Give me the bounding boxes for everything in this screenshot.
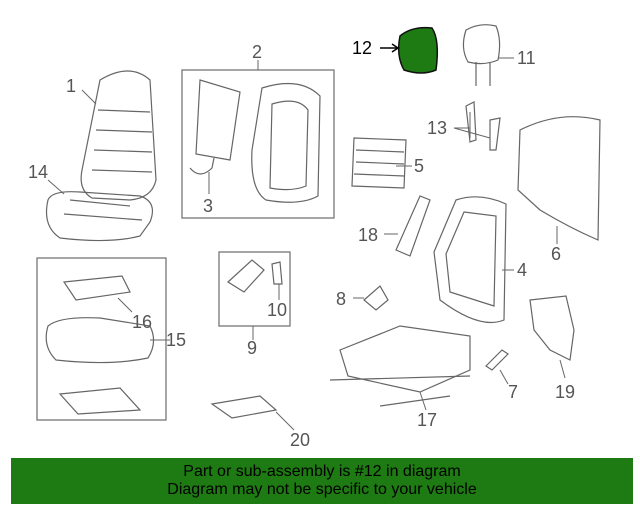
callout-1: 1 bbox=[66, 76, 77, 96]
callout-3: 3 bbox=[203, 196, 214, 216]
callout-20: 20 bbox=[290, 430, 311, 450]
callout-11: 11 bbox=[517, 48, 536, 68]
seat-back-frame-part bbox=[433, 196, 507, 324]
back-panel-part bbox=[517, 116, 601, 241]
callout-4: 4 bbox=[517, 260, 528, 280]
wire-part bbox=[189, 157, 215, 175]
cushion-pad-part bbox=[45, 317, 155, 415]
callout-9: 9 bbox=[247, 338, 258, 358]
shield-part-19 bbox=[529, 295, 575, 361]
callout-17: 17 bbox=[417, 410, 438, 430]
cushion-cover-part bbox=[45, 191, 153, 242]
callout-16: 16 bbox=[132, 312, 153, 332]
callout-15: 15 bbox=[166, 330, 187, 350]
lever-part-9 bbox=[227, 259, 265, 293]
callout-6: 6 bbox=[551, 244, 562, 264]
sensor-mat-part bbox=[62, 275, 131, 301]
seat-back-pad-part bbox=[195, 79, 321, 203]
callout-10: 10 bbox=[267, 300, 288, 320]
callout-19: 19 bbox=[555, 382, 576, 402]
seat-track-part bbox=[329, 325, 471, 407]
callout-7: 7 bbox=[508, 382, 519, 402]
headrest-cover-part bbox=[397, 26, 439, 74]
info-banner: Part or sub-assembly is #12 in diagram D… bbox=[11, 458, 633, 504]
clip-part-10 bbox=[271, 261, 283, 285]
banner-line-2: Diagram may not be specific to your vehi… bbox=[167, 481, 477, 498]
suspension-mat-part bbox=[351, 137, 407, 189]
callout-8: 8 bbox=[336, 289, 347, 309]
module-part-20 bbox=[210, 395, 278, 419]
leader-lines bbox=[47, 43, 566, 431]
banner-line-1: Part or sub-assembly is #12 in diagram bbox=[183, 463, 461, 480]
group-box-9 bbox=[218, 251, 291, 327]
trim-part-8 bbox=[363, 285, 389, 311]
callout-18: 18 bbox=[358, 225, 379, 245]
callout-12: 12 bbox=[352, 38, 373, 58]
callout-14: 14 bbox=[28, 162, 49, 182]
callout-13: 13 bbox=[427, 118, 448, 138]
group-box-15 bbox=[36, 257, 167, 421]
seat-back-cover-part bbox=[80, 70, 157, 201]
callout-5: 5 bbox=[414, 156, 425, 176]
trim-part-7 bbox=[485, 349, 509, 371]
headrest-part bbox=[462, 24, 501, 86]
callout-2: 2 bbox=[252, 42, 263, 62]
trim-part-18 bbox=[395, 195, 431, 257]
headrest-guide-part bbox=[465, 101, 501, 151]
